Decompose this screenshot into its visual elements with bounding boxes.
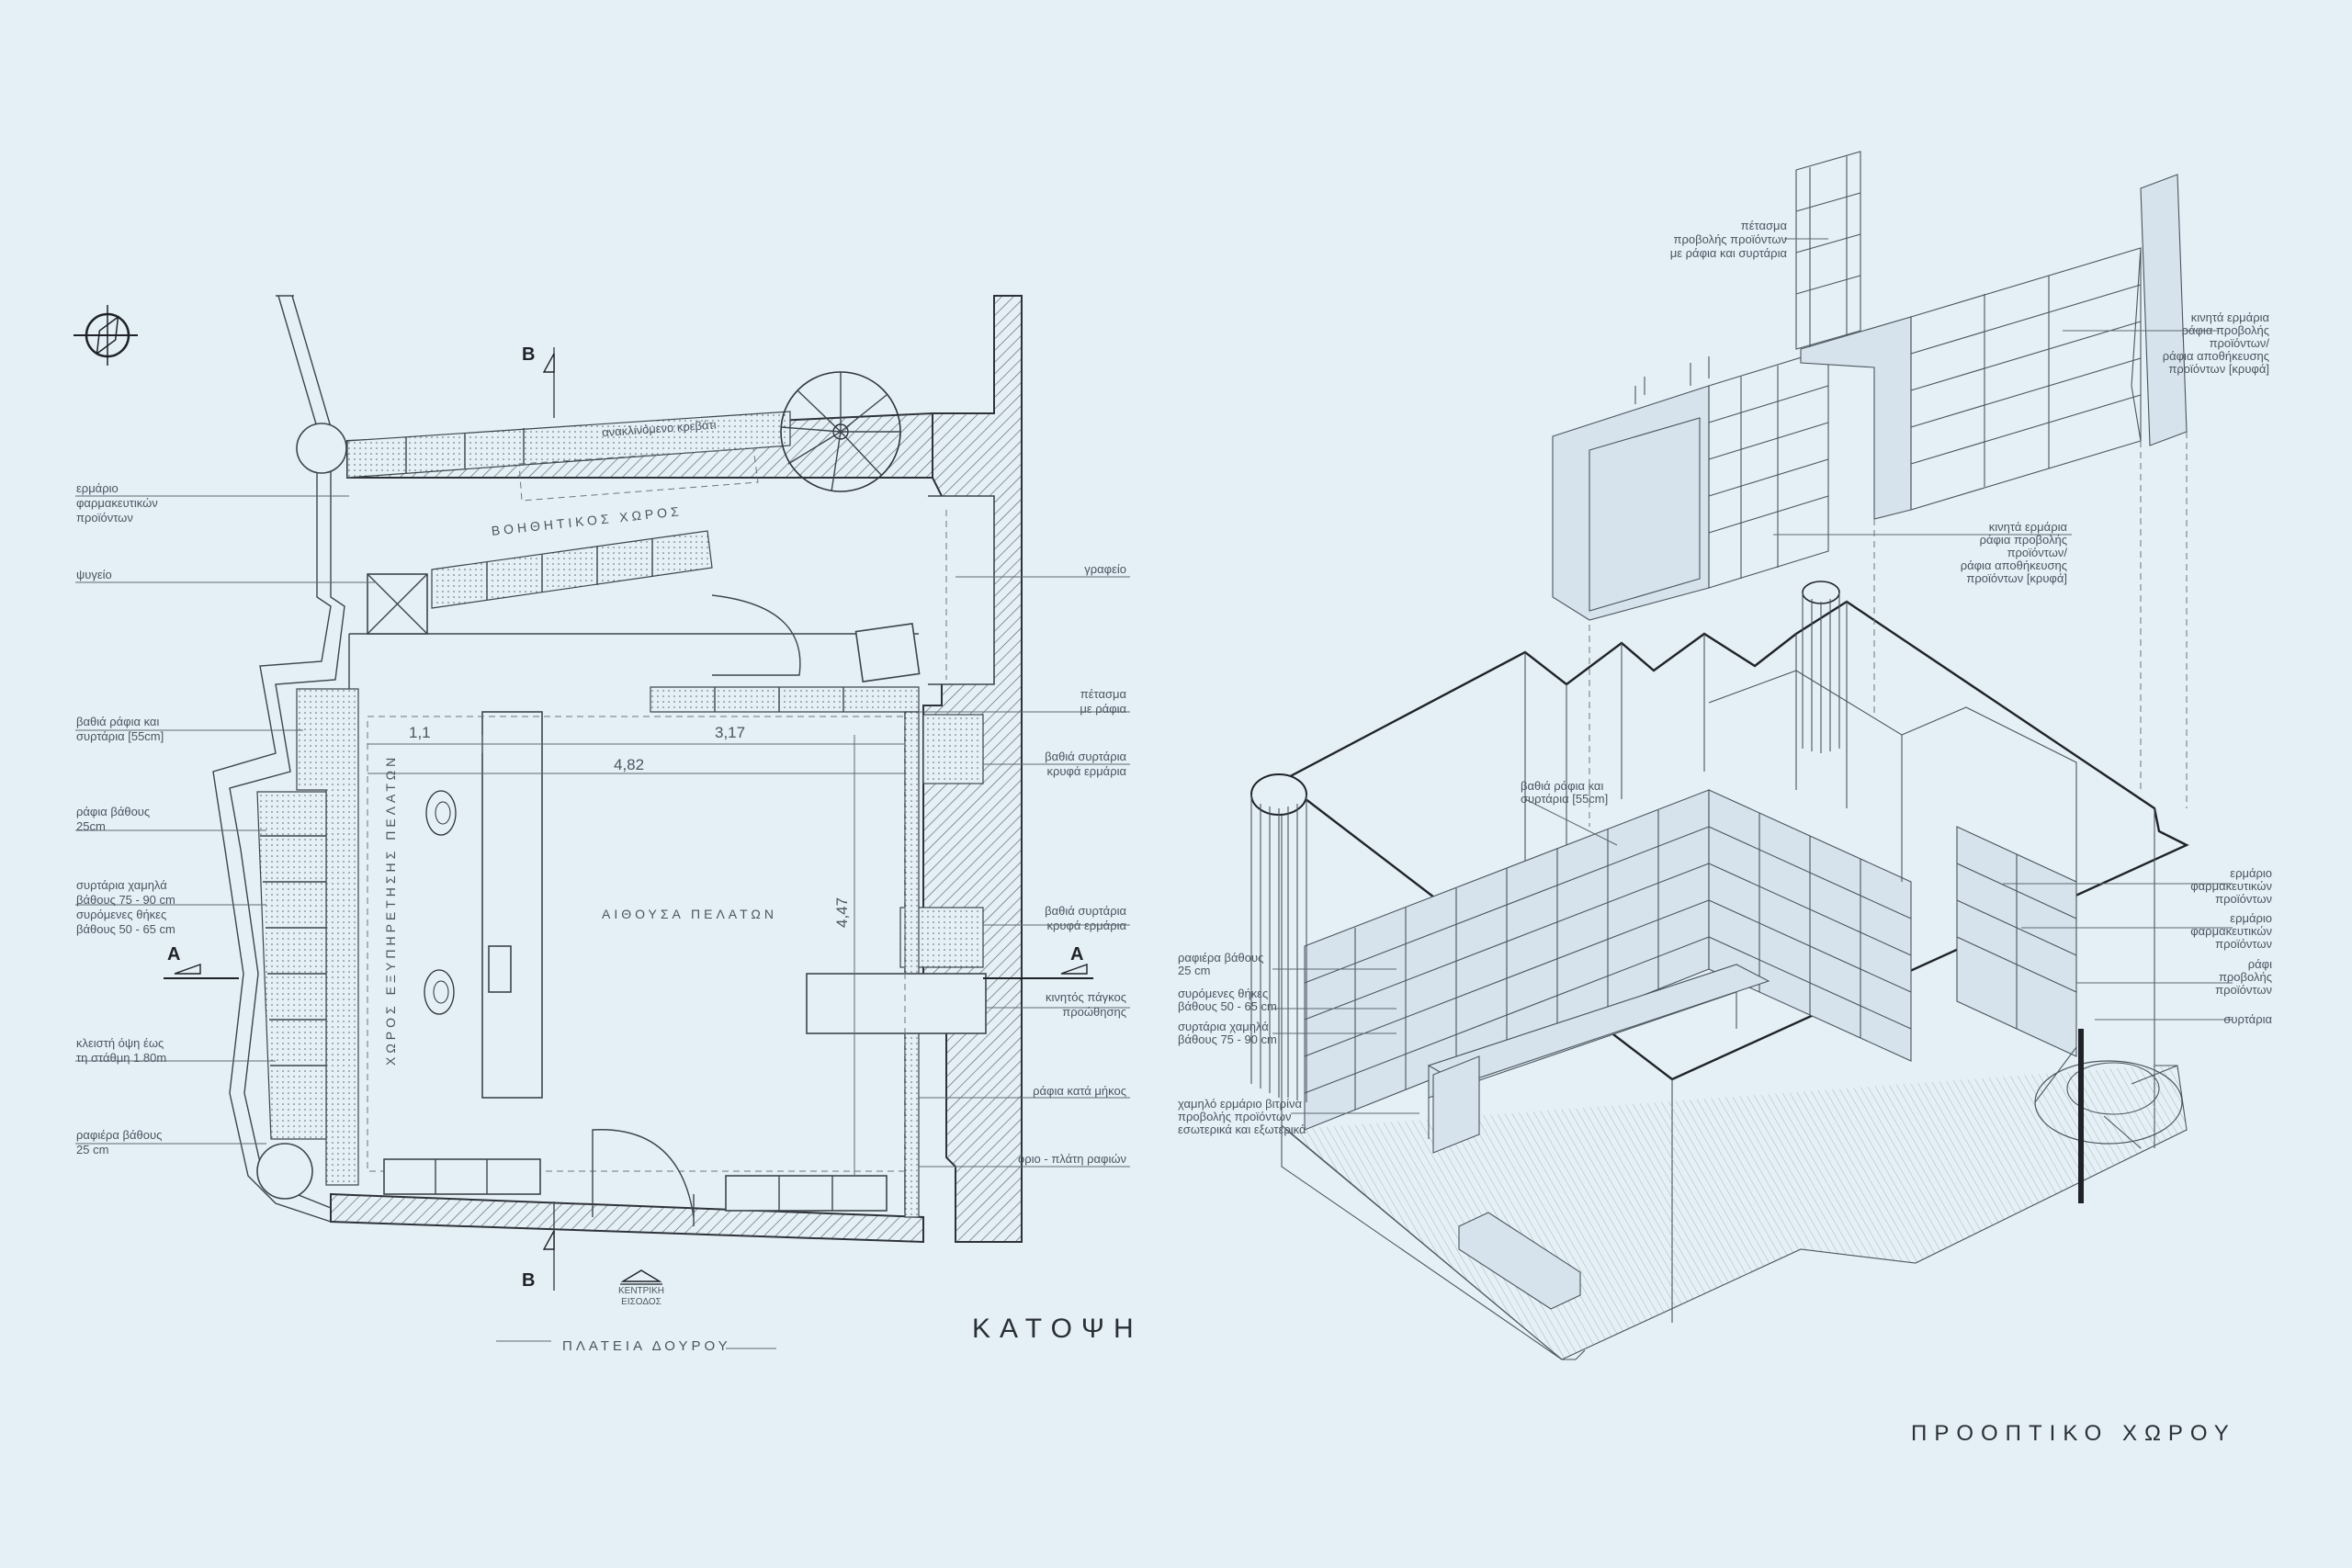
east-length-shelves — [904, 711, 920, 1218]
plan-left-leaders — [75, 495, 377, 1145]
cash-register — [488, 945, 512, 993]
dim-label: 4,47 — [833, 897, 851, 928]
west-wall-inner — [229, 295, 345, 1209]
stool-2 — [424, 969, 455, 1015]
section-marker-a-left: A — [164, 944, 239, 979]
svg-text:γραφείο: γραφείο — [1084, 562, 1126, 576]
shelf-partition — [650, 686, 920, 713]
svg-text:A: A — [1070, 944, 1083, 964]
svg-text:A: A — [167, 944, 180, 964]
fold-down-bed — [518, 447, 759, 502]
south-cabinet-left — [383, 1158, 541, 1195]
aux-room-cabinets — [431, 530, 713, 609]
dimension-lines — [368, 735, 905, 1176]
room-label-hall: ΑΙΘΟΥΣΑ ΠΕΛΑΤΩΝ — [602, 907, 777, 921]
iso-shelving — [1304, 670, 2077, 1131]
interior-wall-outline — [322, 633, 919, 1213]
svg-text:ψυγείο: ψυγείο — [76, 568, 112, 581]
iso-counter — [1427, 964, 1770, 1154]
iso-column-left — [1250, 773, 1307, 1102]
mobile-counter — [806, 973, 987, 1034]
east-deep-drawers-1 — [922, 714, 984, 784]
svg-text:B: B — [522, 344, 535, 365]
iso-leaders — [1272, 238, 2233, 1114]
plan-right-leaders — [919, 576, 1130, 1168]
iso-display-cabinet — [1458, 1212, 1581, 1310]
aux-door-swing — [711, 594, 801, 676]
desk-chair — [854, 623, 921, 682]
island-counter — [481, 711, 543, 1099]
iso-upper-modules — [1552, 151, 2188, 621]
dim-label: 4,82 — [614, 756, 644, 773]
entrance-door-swing[interactable] — [592, 1129, 695, 1218]
desk — [928, 495, 995, 685]
iso-spiral-stair — [2034, 1029, 2183, 1203]
dim-label: 1,1 — [409, 724, 431, 741]
south-cabinet-right — [725, 1175, 888, 1212]
west-deep-shelves — [296, 688, 359, 1186]
svg-text:ΠΛΑΤΕΙΑ ΔΟΥΡΟΥ: ΠΛΑΤΕΙΑ ΔΟΥΡΟΥ — [562, 1338, 731, 1354]
svg-text:B: B — [522, 1270, 535, 1291]
iso-projection-lines — [1589, 432, 2188, 827]
plan-title: ΚΑΤΟΨΗ — [972, 1314, 1143, 1344]
section-marker-a-right: A — [983, 944, 1093, 979]
svg-text:ΚΕΝΤΡΙΚΗ: ΚΕΝΤΡΙΚΗ — [618, 1286, 664, 1296]
svg-text:ΕΙΣΟΔΟΣ: ΕΙΣΟΔΟΣ — [621, 1297, 662, 1307]
north-column — [296, 423, 347, 474]
west-low-drawers — [256, 791, 327, 1140]
spiral-stair — [780, 371, 901, 492]
floor-plan: ΒΟΗΘΗΤΙΚΟΣ ΧΩΡΟΣ ΑΙΘΟΥΣΑ ΠΕΛΑΤΩΝ ΧΩΡΟΣ Ε… — [74, 295, 1143, 1354]
square-label: ΠΛΑΤΕΙΑ ΔΟΥΡΟΥ — [496, 1338, 776, 1354]
svg-text:ράφια κατά μήκος: ράφια κατά μήκος — [1033, 1084, 1126, 1098]
iso-room-outline — [1279, 600, 2189, 1081]
iso-title: ΠΡΟΟΠΤΙΚΟ ΧΩΡΟΥ — [1911, 1421, 2236, 1446]
section-marker-b-bottom: B — [522, 1201, 555, 1291]
north-cabinets — [346, 411, 791, 479]
west-wall-outer — [212, 295, 332, 1223]
svg-text:όριο - πλάτη ραφιών: όριο - πλάτη ραφιών — [1018, 1152, 1126, 1166]
north-arrow-icon — [74, 305, 138, 366]
south-column — [256, 1143, 313, 1200]
room-label-aux: ΒΟΗΘΗΤΙΚΟΣ ΧΩΡΟΣ — [491, 503, 683, 538]
dim-label: 3,17 — [715, 724, 745, 741]
service-zone-boundary — [367, 716, 906, 1172]
room-label-service: ΧΩΡΟΣ ΕΞΥΠΗΡΕΤΗΣΗΣ ΠΕΛΑΤΩΝ — [383, 754, 398, 1066]
iso-column-right — [1802, 581, 1840, 753]
iso-walls — [1281, 602, 2188, 1360]
svg-text:συρτάρια: συρτάρια — [2223, 1012, 2272, 1026]
fridge — [367, 573, 428, 635]
main-entrance-marker: ΚΕΝΤΡΙΚΗ ΕΙΣΟΔΟΣ — [618, 1269, 664, 1307]
iso-floor — [1285, 1065, 2188, 1360]
section-marker-b-top: B — [522, 344, 555, 418]
stool-1 — [425, 790, 457, 836]
